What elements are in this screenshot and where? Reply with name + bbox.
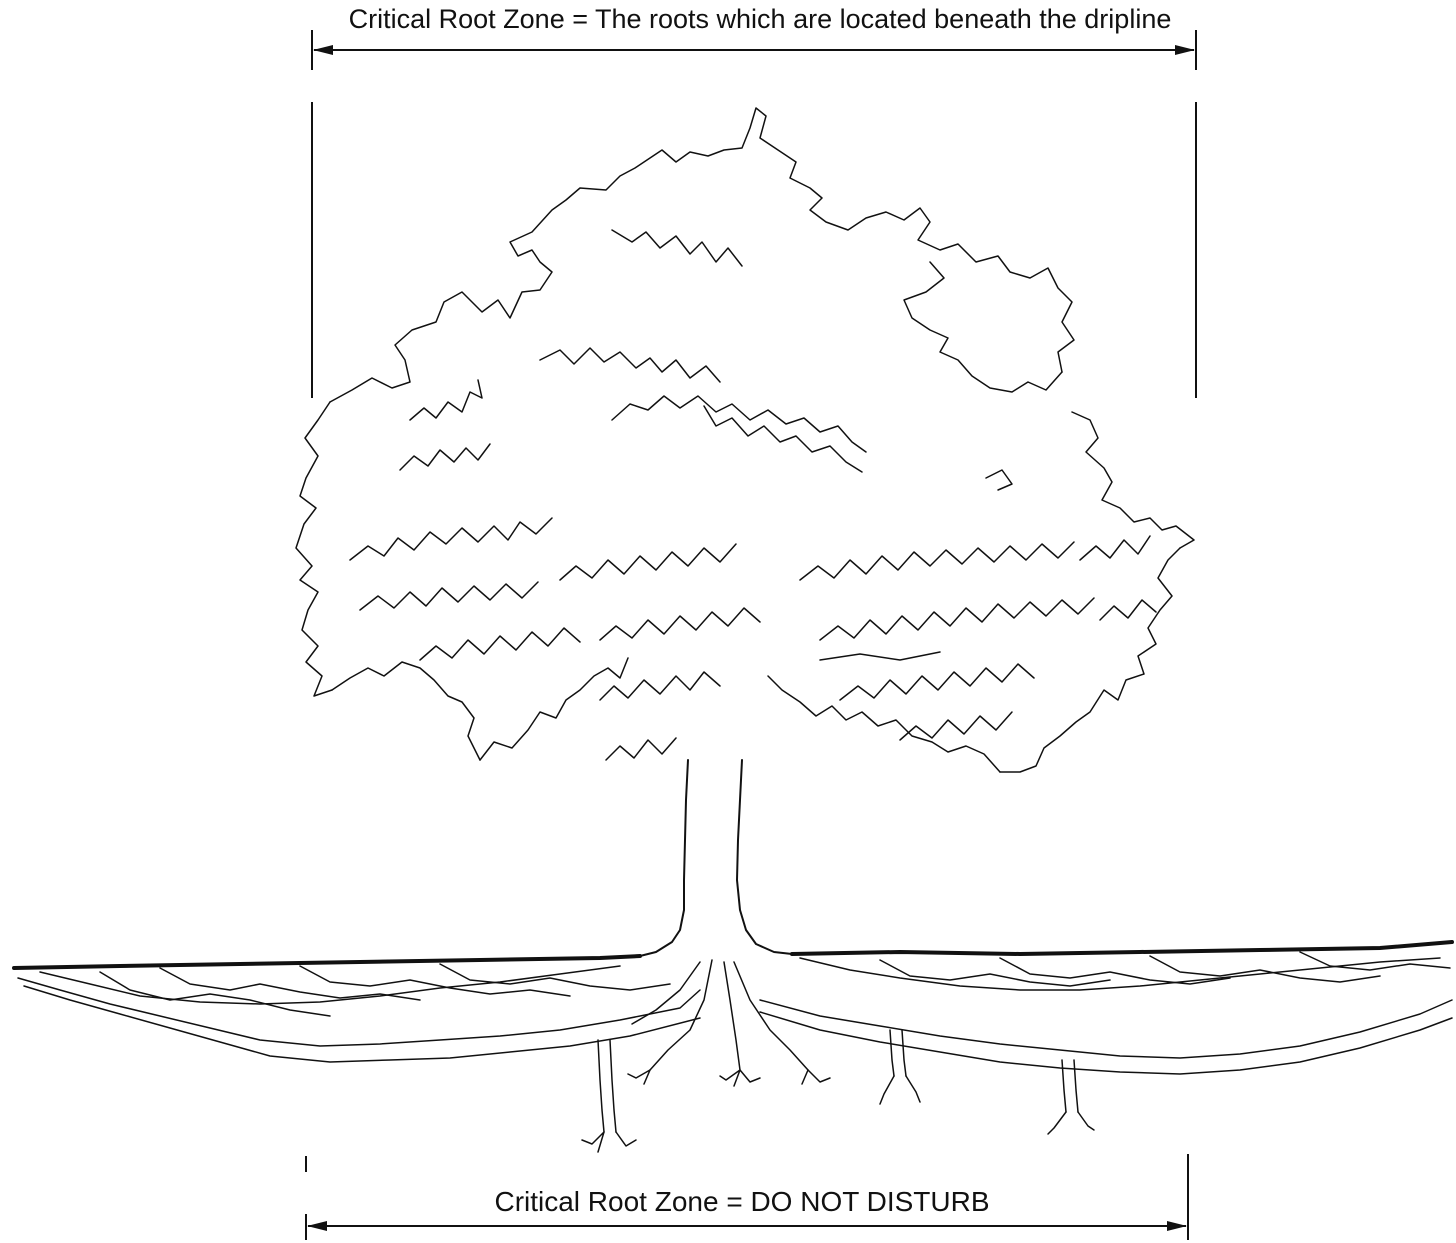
tree-trunk bbox=[640, 760, 792, 956]
tree-canopy bbox=[296, 108, 1194, 772]
root-system bbox=[18, 952, 1452, 1152]
ground-line bbox=[14, 942, 1452, 968]
top-dimension bbox=[312, 30, 1196, 70]
bottom-dimension bbox=[306, 1154, 1188, 1240]
